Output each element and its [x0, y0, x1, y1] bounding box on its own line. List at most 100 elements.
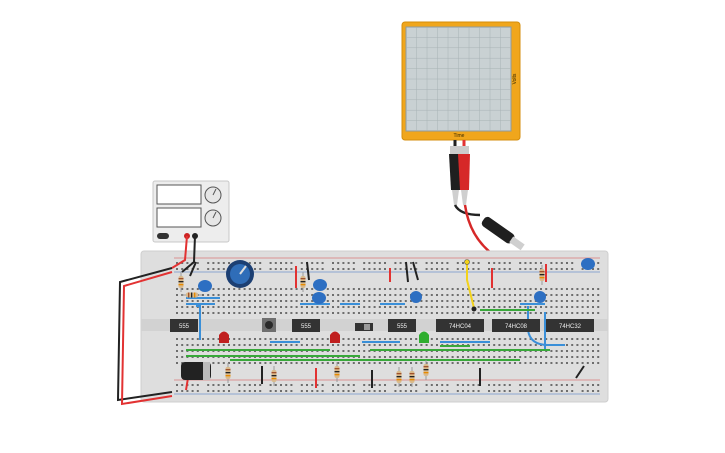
breadboard-hole	[384, 294, 386, 296]
ic-555-timer-1[interactable]: 555	[170, 319, 198, 332]
ic-74hc08[interactable]: 74HC08	[492, 319, 540, 332]
breadboard-hole	[451, 300, 454, 302]
breadboard-hole	[254, 390, 256, 392]
breadboard-hole	[212, 300, 215, 302]
breadboard-hole	[451, 312, 454, 314]
breadboard-hole	[290, 306, 293, 308]
breadboard-hole	[472, 268, 475, 270]
resistor[interactable]	[300, 272, 306, 292]
breadboard-hole	[311, 306, 314, 308]
breadboard-hole	[191, 390, 194, 392]
ic-74hc32[interactable]: 74HC32	[546, 319, 594, 332]
breadboard-hole	[378, 312, 381, 314]
led-green-icon[interactable]	[419, 331, 429, 344]
breadboard-hole	[378, 268, 381, 270]
breadboard-hole	[196, 312, 199, 314]
breadboard-hole	[477, 390, 480, 392]
black-probe-clip[interactable]	[449, 146, 461, 205]
breadboard-hole	[217, 312, 220, 314]
resistor[interactable]	[409, 367, 415, 387]
breadboard-hole	[534, 288, 537, 290]
breadboard-hole	[394, 262, 397, 264]
breadboard-hole	[222, 288, 225, 290]
breadboard-hole	[389, 312, 392, 314]
resistor[interactable]	[182, 292, 202, 298]
led-red-icon[interactable]	[219, 331, 229, 344]
breadboard-hole	[477, 338, 480, 340]
breadboard-hole	[389, 306, 392, 308]
ic-74hc04[interactable]: 74HC04	[436, 319, 484, 332]
slide-switch-icon[interactable]	[355, 323, 373, 331]
leds[interactable]	[219, 331, 429, 344]
pushbutton-icon[interactable]	[262, 318, 276, 332]
ceramic-capacitors[interactable]	[198, 258, 595, 304]
power-supply[interactable]	[152, 180, 230, 243]
breadboard-hole	[456, 390, 459, 392]
ic-555-timer-3[interactable]: 555	[388, 319, 416, 332]
breadboard-hole	[368, 350, 371, 352]
jumper-wires[interactable]	[185, 259, 585, 391]
breadboard-hole	[560, 350, 563, 352]
resistors[interactable]	[178, 265, 545, 387]
breadboard-hole	[352, 390, 355, 392]
breadboard-hole	[368, 294, 371, 296]
breadboard-hole	[425, 288, 428, 290]
breadboard-hole	[228, 362, 230, 364]
breadboard-hole	[248, 362, 251, 364]
breadboard-hole	[368, 288, 371, 290]
breadboard-hole	[586, 300, 589, 302]
breadboard-hole	[420, 312, 423, 314]
breadboard-hole	[425, 300, 428, 302]
ic-555-timer-2[interactable]: 555	[292, 319, 320, 332]
resistor[interactable]	[225, 363, 231, 383]
breadboard-hole	[415, 384, 418, 386]
resistor[interactable]	[539, 265, 545, 285]
breadboard-hole	[269, 268, 272, 270]
breadboard-hole	[503, 344, 506, 346]
red-probe-clip[interactable]	[458, 146, 470, 205]
breadboard-hole	[311, 390, 314, 392]
breadboard-hole	[566, 268, 568, 270]
breadboard-hole	[576, 344, 579, 346]
breadboard-hole	[404, 338, 407, 340]
breadboard-hole	[566, 294, 568, 296]
breadboard-hole	[410, 306, 412, 308]
breadboard-hole	[176, 390, 178, 392]
breadboard-hole	[534, 262, 537, 264]
breadboard-hole	[269, 262, 272, 264]
resistor[interactable]	[396, 367, 402, 387]
breadboard[interactable]	[140, 250, 609, 403]
power-switch[interactable]	[157, 233, 169, 239]
resistor[interactable]	[178, 272, 184, 292]
led-red-icon[interactable]	[330, 331, 340, 344]
breadboard-hole	[399, 288, 402, 290]
breadboard-hole	[586, 294, 589, 296]
oscilloscope[interactable]: Time Volts	[401, 21, 521, 141]
electrolytic-capacitor[interactable]	[181, 362, 211, 380]
breadboard-hole	[222, 294, 225, 296]
breadboard-hole	[264, 300, 267, 302]
breadboard-hole	[202, 306, 204, 308]
breadboard-hole	[441, 362, 444, 364]
breadboard-hole	[576, 300, 579, 302]
breadboard-hole	[264, 344, 267, 346]
resistor[interactable]	[334, 362, 340, 382]
breadboard-hole	[488, 288, 490, 290]
resistor[interactable]	[271, 366, 277, 386]
black-ground-clip[interactable]	[480, 215, 526, 252]
breadboard-hole	[280, 262, 282, 264]
breadboard-hole	[181, 362, 184, 364]
potentiometer[interactable]	[226, 260, 254, 288]
breadboard-hole	[482, 288, 485, 290]
breadboard-hole	[472, 312, 475, 314]
resistor[interactable]	[423, 360, 429, 380]
breadboard-hole	[269, 344, 272, 346]
ic-chips[interactable]: 555 555 555 74HC04 74HC08 74HC32	[170, 319, 594, 332]
power-leads[interactable]	[116, 235, 196, 406]
breadboard-hole	[472, 300, 475, 302]
breadboard-hole	[347, 384, 350, 386]
breadboard-hole	[295, 288, 298, 290]
probe-contact-point[interactable]	[471, 306, 477, 312]
breadboard-hole	[560, 306, 563, 308]
